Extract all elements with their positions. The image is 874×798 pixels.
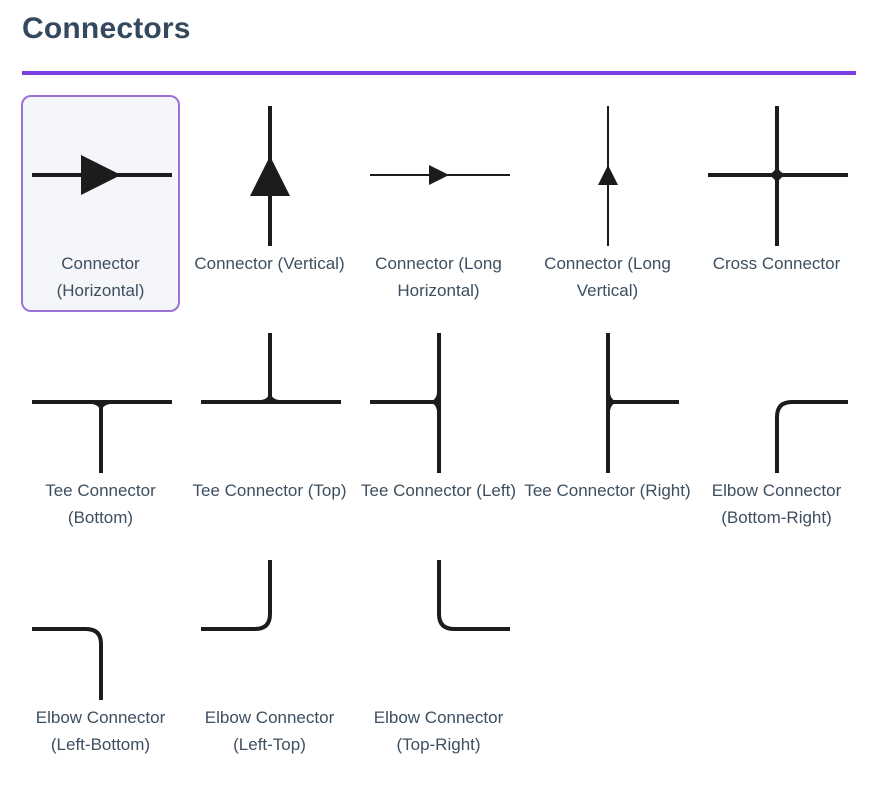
arrow-up-icon: [250, 106, 290, 246]
tile-elbow-connector-left-bottom[interactable]: Elbow Connector (Left-Bottom): [21, 549, 180, 766]
tile-label: Tee Connector (Bottom): [45, 481, 156, 527]
tee-top-icon: [201, 333, 341, 404]
tile-label: Elbow Connector (Top-Right): [373, 708, 504, 754]
tile-tee-connector-bottom[interactable]: Tee Connector (Bottom): [21, 322, 180, 539]
elbow-left-top-icon: [201, 560, 272, 631]
tile-connector-long-vertical[interactable]: Connector (Long Vertical): [528, 95, 687, 312]
arrow-right-icon: [32, 155, 172, 195]
tile-connector-vertical[interactable]: Connector (Vertical): [190, 95, 349, 312]
tile-elbow-connector-bottom-right[interactable]: Elbow Connector (Bottom-Right): [697, 322, 856, 539]
tee-bottom-icon: [32, 400, 172, 473]
tee-left-icon: [370, 333, 441, 473]
tee-right-icon: [606, 333, 679, 473]
elbow-left-bottom-icon: [32, 627, 103, 700]
tile-label: Cross Connector: [712, 254, 841, 273]
long-arrow-up-icon: [598, 106, 618, 246]
tile-label: Tee Connector (Right): [524, 481, 691, 500]
tile-label: Connector (Long Vertical): [544, 254, 671, 300]
tile-elbow-connector-top-right[interactable]: Elbow Connector (Top-Right): [359, 549, 518, 766]
tile-label: Elbow Connector (Left-Top): [204, 708, 335, 754]
tile-label: Tee Connector (Left): [361, 481, 516, 500]
tile-connector-horizontal[interactable]: Connector (Horizontal): [21, 95, 180, 312]
tile-label: Connector (Horizontal): [56, 254, 145, 300]
tile-tee-connector-right[interactable]: Tee Connector (Right): [524, 322, 691, 539]
tile-tee-connector-top[interactable]: Tee Connector (Top): [190, 322, 349, 539]
tile-label: Elbow Connector (Bottom-Right): [711, 481, 842, 527]
tile-connector-long-horizontal[interactable]: Connector (Long Horizontal): [359, 95, 518, 312]
elbow-bottom-right-icon: [775, 400, 848, 473]
tile-label: Connector (Long Horizontal): [375, 254, 502, 300]
tile-cross-connector[interactable]: Cross Connector: [697, 95, 856, 312]
cross-icon: [708, 106, 848, 246]
tile-elbow-connector-left-top[interactable]: Elbow Connector (Left-Top): [190, 549, 349, 766]
long-arrow-right-icon: [370, 165, 510, 185]
tile-label: Tee Connector (Top): [192, 481, 347, 500]
tile-label: Connector (Vertical): [194, 254, 345, 273]
tile-label: Elbow Connector (Left-Bottom): [35, 708, 166, 754]
elbow-top-right-icon: [437, 560, 510, 631]
tile-tee-connector-left[interactable]: Tee Connector (Left): [359, 322, 518, 539]
page-title: Connectors: [22, 12, 191, 45]
title-divider: [22, 71, 856, 75]
